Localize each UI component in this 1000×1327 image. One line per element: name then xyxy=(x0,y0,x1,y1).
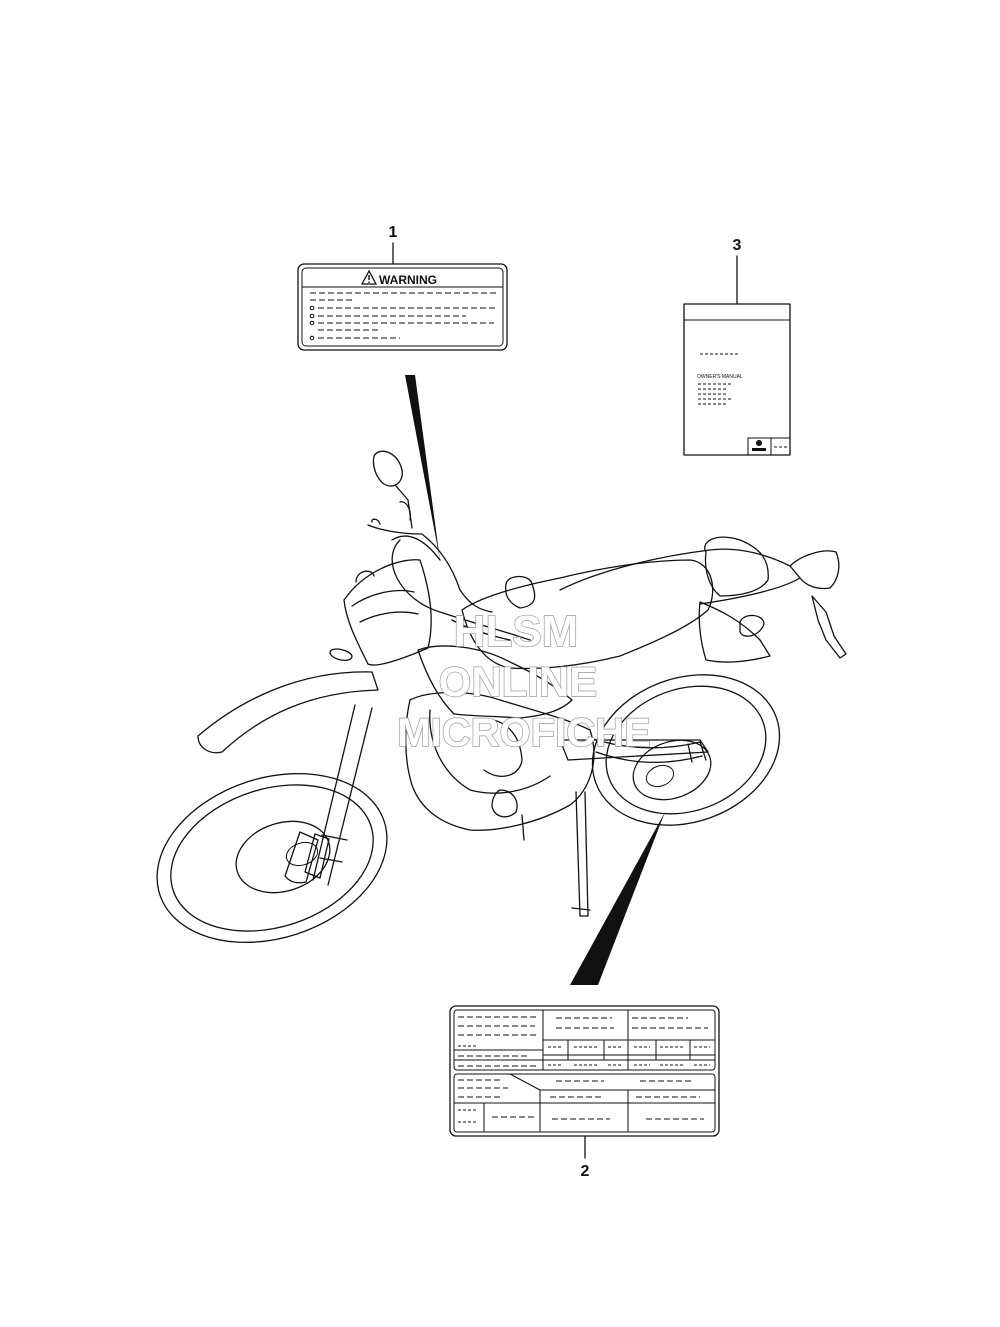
owners-manual-part[interactable]: OWNER'S MANUAL xyxy=(683,303,791,456)
watermark-line-3: MICROFICHE xyxy=(397,711,650,755)
watermark-line-1: HLSM xyxy=(454,607,579,656)
warning-triangle-icon xyxy=(360,269,378,285)
owners-manual-caption: OWNER'S MANUAL xyxy=(697,374,743,380)
rear-fender xyxy=(789,550,840,590)
mirror xyxy=(372,450,403,487)
handlebar xyxy=(367,524,493,613)
watermark: HLSM ONLINE MICROFICHE xyxy=(397,606,652,755)
front-fork xyxy=(312,704,373,886)
information-label-part[interactable] xyxy=(449,1005,720,1137)
radiator-shroud xyxy=(417,645,573,719)
watermark-line-2: ONLINE xyxy=(439,658,598,705)
front-fender xyxy=(197,671,379,754)
leader-wedge-1 xyxy=(405,375,440,560)
kickstand xyxy=(575,791,589,917)
rear-wheel xyxy=(591,674,781,826)
fuel-tank xyxy=(461,559,714,670)
callout-number-1: 1 xyxy=(389,224,398,241)
leader-wedge-2 xyxy=(570,812,665,985)
motorcycle-drawing xyxy=(156,450,847,944)
front-wheel xyxy=(156,772,388,944)
brand-logo-icon xyxy=(752,440,766,451)
swingarm xyxy=(559,739,709,761)
engine xyxy=(405,691,595,831)
warning-label-heading: WARNING xyxy=(379,273,437,287)
warning-label-part[interactable]: WARNING xyxy=(297,263,508,351)
seat xyxy=(559,548,801,605)
callout-number-3: 3 xyxy=(733,237,742,254)
callout-number-2: 2 xyxy=(581,1163,590,1180)
